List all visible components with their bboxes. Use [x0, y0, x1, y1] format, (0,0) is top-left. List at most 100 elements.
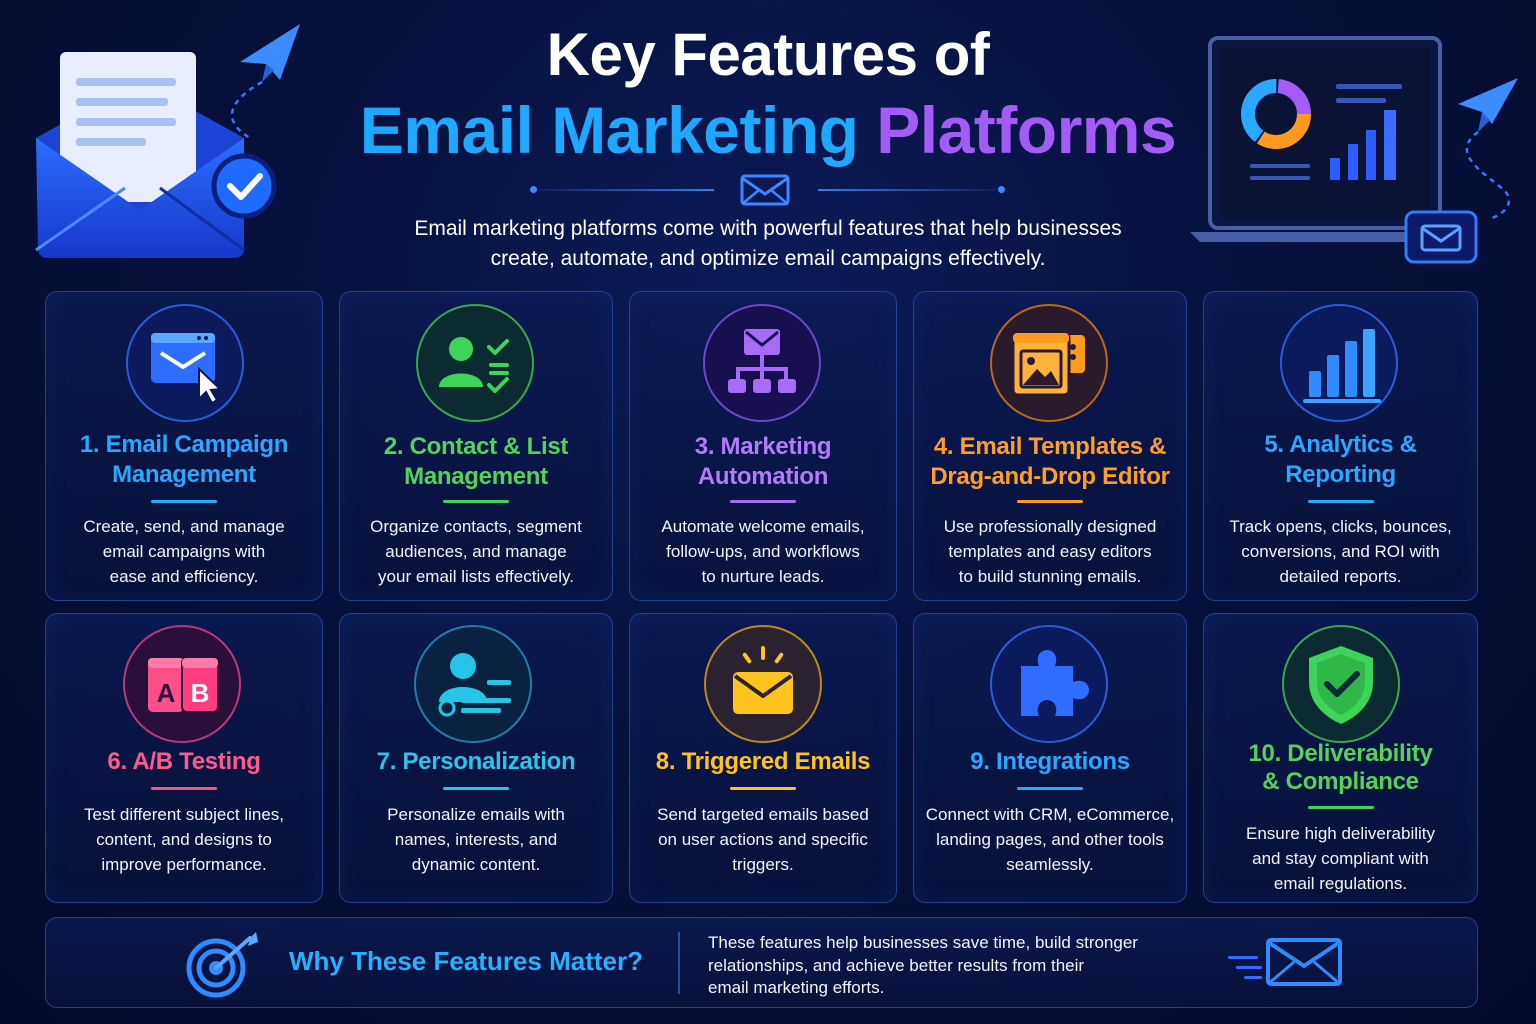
bar-chart-icon: [1280, 304, 1398, 422]
desc-line3: triggers.: [732, 855, 794, 874]
feature-title-line2: Management: [112, 461, 256, 488]
banner-text-line1: These features help businesses save time…: [708, 933, 1138, 952]
feature-title: 4. Email Templates & Drag-and-Drop Edito…: [914, 432, 1186, 492]
title-underline: [1307, 500, 1374, 503]
feature-title-line1: 1. Email Campaign: [79, 431, 289, 458]
title-underline: [443, 500, 509, 503]
title-underline: [151, 787, 217, 790]
desc-line3: email regulations.: [1273, 874, 1408, 893]
automation-workflow-icon: [703, 304, 821, 422]
desc-line2: conversions, and ROI with: [1241, 542, 1440, 561]
feature-description: Connect with CRM, eCommerce, landing pag…: [924, 802, 1176, 877]
desc-line2: templates and easy editors: [948, 542, 1152, 561]
desc-line1: Personalize emails with: [387, 805, 565, 824]
desc-line2: follow-ups, and workflows: [666, 542, 860, 561]
fast-email-icon: [1224, 934, 1348, 995]
banner-text-line2: relationships, and achieve better result…: [708, 955, 1085, 975]
banner-title: Why These Features Matter?: [289, 946, 643, 976]
divider-line-left: [537, 189, 714, 191]
desc-line1: Send targeted emails based: [657, 805, 869, 824]
feature-title: 3. Marketing Automation: [630, 432, 896, 492]
desc-line1: Ensure high deliverability: [1246, 824, 1435, 843]
desc-line3: seamlessly.: [1006, 855, 1094, 874]
subtitle-line1: Email marketing platforms come with powe…: [414, 217, 1122, 240]
feature-title: 10. Deliverability & Compliance: [1204, 740, 1477, 796]
feature-description: Track opens, clicks, bounces, conversion…: [1214, 514, 1467, 589]
banner-divider: [678, 932, 680, 994]
feature-card-email-templates: 4. Email Templates & Drag-and-Drop Edito…: [913, 291, 1187, 601]
desc-line3: improve performance.: [101, 855, 267, 874]
feature-description: Personalize emails with names, interests…: [350, 802, 602, 877]
title-highlight-purple: Platforms: [876, 93, 1177, 167]
desc-line3: to nurture leads.: [701, 567, 825, 586]
banner-text: These features help businesses save time…: [708, 932, 1178, 1000]
desc-line2: names, interests, and: [394, 830, 558, 849]
feature-description: Create, send, and manage email campaigns…: [56, 514, 312, 589]
shield-check-icon: [1282, 625, 1400, 743]
feature-title-line1: 5. Analytics &: [1264, 431, 1417, 458]
target-arrow-icon: [184, 930, 266, 1003]
desc-line3: ease and efficiency.: [109, 567, 259, 586]
divider-dot-left: [530, 186, 537, 193]
feature-title-line2: Reporting: [1285, 461, 1396, 488]
feature-card-ab-testing: A B 6. A/B Testing Test different subjec…: [45, 613, 323, 903]
feature-title-line1: 3. Marketing: [694, 433, 832, 460]
triggered-email-icon: [704, 625, 822, 743]
svg-text:B: B: [191, 678, 210, 708]
subtitle-line2: create, automate, and optimize email cam…: [490, 247, 1046, 270]
feature-card-personalization: 7. Personalization Personalize emails wi…: [339, 613, 613, 903]
feature-title: 1. Email Campaign Management: [46, 430, 322, 490]
feature-title-line2: Drag-and-Drop Editor: [930, 463, 1170, 490]
desc-line1: Organize contacts, segment: [370, 517, 582, 536]
desc-line2: content, and designs to: [96, 830, 272, 849]
feature-card-email-campaign: 1. Email Campaign Management Create, sen…: [45, 291, 323, 601]
divider-mail-icon: [740, 174, 790, 211]
desc-line2: landing pages, and other tools: [936, 830, 1164, 849]
feature-title-line2: & Compliance: [1262, 768, 1419, 795]
title-underline: [1307, 806, 1374, 809]
feature-title: 8. Triggered Emails: [655, 748, 871, 775]
desc-line1: Use professionally designed: [943, 517, 1157, 536]
feature-title: 9. Integrations: [970, 748, 1130, 775]
puzzle-piece-icon: [990, 625, 1108, 743]
feature-title-line1: 10. Deliverability: [1248, 740, 1433, 767]
laptop-dashboard-illustration: [1186, 34, 1526, 279]
desc-line3: detailed reports.: [1279, 567, 1402, 586]
feature-description: Organize contacts, segment audiences, an…: [350, 514, 602, 589]
feature-card-analytics: 5. Analytics & Reporting Track opens, cl…: [1203, 291, 1478, 601]
feature-title-line1: 2. Contact & List: [383, 433, 569, 460]
desc-line3: your email lists effectively.: [378, 567, 574, 586]
desc-line2: email campaigns with: [102, 542, 266, 561]
feature-title: 7. Personalization: [376, 748, 576, 775]
contact-checklist-icon: [416, 304, 534, 422]
title-underline: [1017, 787, 1083, 790]
page-title-line1: Key Features of: [546, 21, 990, 88]
feature-title-line2: Management: [404, 463, 548, 490]
desc-line1: Test different subject lines,: [83, 805, 284, 824]
email-window-cursor-icon: [126, 304, 244, 422]
title-underline: [1017, 500, 1083, 503]
divider-dot-right: [998, 186, 1005, 193]
title-underline: [151, 500, 217, 503]
feature-title-line1: 4. Email Templates &: [933, 433, 1167, 460]
ab-test-icon: A B: [123, 625, 241, 743]
feature-title-line2: Automation: [697, 463, 829, 490]
feature-description: Send targeted emails based on user actio…: [640, 802, 886, 877]
feature-card-deliverability: 10. Deliverability & Compliance Ensure h…: [1203, 613, 1478, 903]
desc-line1: Automate welcome emails,: [661, 517, 865, 536]
desc-line3: dynamic content.: [411, 855, 541, 874]
page-title-line2: Email Marketing Platforms: [0, 92, 1536, 168]
banner-text-line3: email marketing efforts.: [708, 978, 885, 997]
feature-card-marketing-automation: 3. Marketing Automation Automate welcome…: [629, 291, 897, 601]
divider-line-right: [818, 189, 998, 191]
desc-line1: Create, send, and manage: [83, 517, 285, 536]
personalization-user-icon: [414, 625, 532, 743]
feature-description: Use professionally designed templates an…: [924, 514, 1176, 589]
title-underline: [730, 500, 796, 503]
svg-text:A: A: [157, 678, 176, 708]
desc-line1: Track opens, clicks, bounces,: [1229, 517, 1452, 536]
feature-title: 6. A/B Testing: [107, 748, 261, 775]
desc-line2: and stay compliant with: [1252, 849, 1429, 868]
title-underline: [443, 787, 509, 790]
